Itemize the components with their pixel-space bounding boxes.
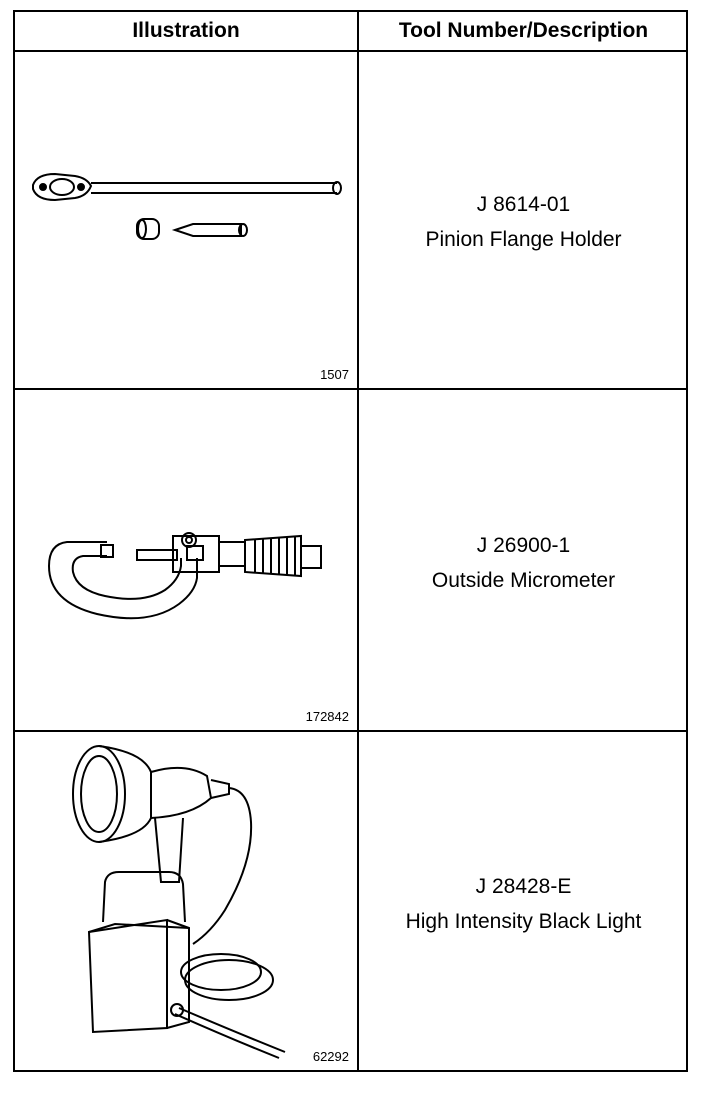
row-divider — [15, 730, 686, 732]
description-cell-3: J 28428-E High Intensity Black Light — [359, 869, 688, 939]
illustration-cell-3: 62292 — [15, 732, 357, 1070]
black-light-icon — [72, 745, 286, 1059]
tool-description: High Intensity Black Light — [405, 910, 642, 933]
figure-number: 62292 — [312, 1049, 349, 1064]
tool-number: J 28428-E — [475, 875, 572, 898]
pinion-flange-holder-icon — [32, 172, 342, 240]
column-divider — [357, 12, 359, 1070]
table-header: Illustration Tool Number/Description — [15, 12, 686, 52]
description-header: Tool Number/Description — [398, 19, 649, 42]
figure-number: 1507 — [320, 367, 349, 382]
tool-number: J 8614-01 — [476, 193, 571, 216]
tool-number: J 26900-1 — [476, 534, 571, 557]
description-cell-1: J 8614-01 Pinion Flange Holder — [359, 187, 688, 257]
figure-number: 172842 — [305, 709, 349, 724]
illustration-cell-1: 1507 — [15, 52, 357, 388]
tool-table: Illustration Tool Number/Description — [13, 10, 688, 1072]
tool-description: Pinion Flange Holder — [425, 228, 622, 251]
outside-micrometer-icon — [47, 532, 322, 620]
illustration-header: Illustration — [132, 19, 240, 42]
row-divider — [15, 388, 686, 390]
tool-description: Outside Micrometer — [431, 569, 616, 592]
description-cell-2: J 26900-1 Outside Micrometer — [359, 528, 688, 598]
illustration-cell-2: 172842 — [15, 390, 357, 730]
